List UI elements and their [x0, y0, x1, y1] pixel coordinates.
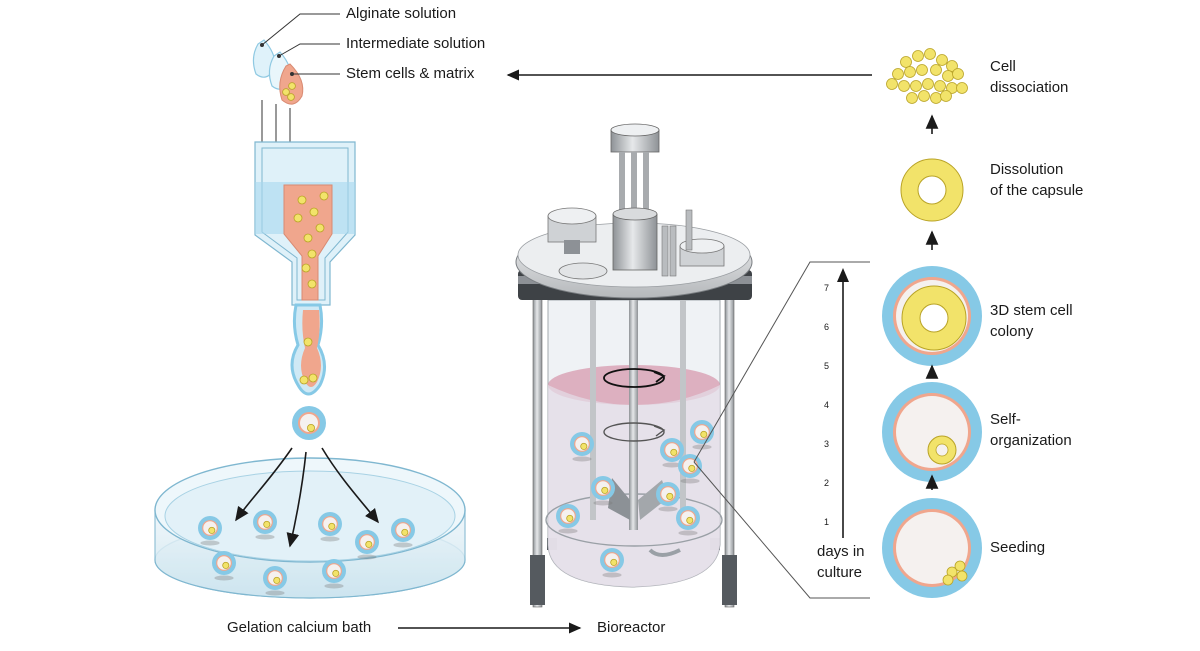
dish-capsule	[318, 512, 342, 542]
days-tick-3: 3	[824, 439, 830, 449]
dissociated-cell	[904, 66, 916, 78]
dissociated-cell	[912, 50, 924, 62]
days-tick-2: 2	[824, 478, 830, 488]
nozzle-cells	[293, 191, 329, 289]
dissociated-cell	[956, 82, 968, 94]
colony-label-line2: colony	[990, 323, 1034, 340]
dissociated-cell	[886, 78, 898, 90]
days-tick-4: 4	[824, 400, 830, 410]
zoom-lines	[693, 261, 870, 599]
reactor-capsules	[556, 420, 714, 578]
reactor-capsule	[556, 504, 580, 534]
capsule-dissolution-label-line1: Dissolution	[990, 161, 1064, 178]
coaxial-nozzle	[254, 141, 356, 306]
stage-seeding	[882, 498, 982, 598]
alginate-leader-line	[261, 13, 340, 46]
dissociated-cell	[936, 54, 948, 66]
reactor-capsule	[676, 506, 700, 536]
stage-cell-dissociation	[886, 48, 968, 104]
intermediate-solution-label: Intermediate solution	[346, 35, 486, 52]
bioreactor	[515, 123, 753, 608]
dish-capsule	[212, 551, 236, 581]
reactor-capsule	[660, 438, 684, 468]
days-tick-1: 1	[824, 517, 830, 527]
dissociated-cell	[952, 68, 964, 80]
dissociated-cell	[924, 48, 936, 60]
dissociated-cell	[910, 80, 922, 92]
nozzle-inputs	[252, 13, 340, 161]
stem-cells-matrix-label: Stem cells & matrix	[346, 65, 475, 82]
intermediate-leader-line	[278, 43, 340, 57]
dish-capsule	[263, 566, 287, 596]
dissociated-cell	[892, 68, 904, 80]
stage-3d-colony	[882, 266, 982, 366]
reactor-capsule	[600, 548, 624, 578]
seeding-label: Seeding	[990, 539, 1046, 556]
dissociated-cell	[930, 64, 942, 76]
capsule-dissolution-label-line2: of the capsule	[990, 182, 1084, 199]
days-axis	[837, 268, 849, 538]
bioreactor-label: Bioreactor	[597, 619, 666, 636]
colony-label-line1: 3D stem cell	[990, 302, 1073, 319]
cell-dissociation-label-line1: Cell	[990, 58, 1016, 75]
alginate-solution-label: Alginate solution	[346, 5, 457, 22]
dish-capsule	[355, 530, 379, 560]
dissociated-cell	[934, 80, 946, 92]
gelation-bath-dish	[154, 457, 466, 599]
stage-self-organization	[882, 382, 982, 482]
cell-dissociation-label-line2: dissociation	[990, 79, 1069, 96]
dispersion-arrows	[235, 447, 379, 548]
dissociated-cell	[940, 90, 952, 102]
dish-capsule	[253, 510, 277, 540]
self-organization-label-line2: organization	[990, 432, 1072, 449]
dissociated-cell	[946, 60, 958, 72]
reactor-capsule	[591, 476, 615, 506]
dish-capsule	[391, 518, 415, 548]
dissociated-cell	[916, 64, 928, 76]
days-tick-5: 5	[824, 361, 830, 371]
dissociated-cell	[900, 56, 912, 68]
reactor-capsule	[678, 454, 702, 484]
dish-capsule	[322, 559, 346, 589]
stage-capsule-dissolution	[900, 158, 964, 222]
dish-capsules	[198, 510, 415, 596]
dissociated-cell	[918, 90, 930, 102]
days-tick-6: 6	[824, 322, 830, 332]
self-organization-label-line1: Self-	[990, 411, 1021, 428]
days-in-culture-label-line2: culture	[817, 564, 863, 581]
dissociated-cell	[942, 70, 954, 82]
dissociated-cell	[906, 92, 918, 104]
dissociated-cell	[930, 92, 942, 104]
dissociated-cell	[898, 80, 910, 92]
days-in-culture-label-line1: days in	[817, 543, 865, 560]
dissociated-cell	[922, 78, 934, 90]
dish-capsule	[198, 516, 222, 546]
reactor-capsule	[570, 432, 594, 462]
gelation-bath-label: Gelation calcium bath	[227, 619, 372, 636]
days-tick-7: 7	[824, 283, 830, 293]
falling-jet	[290, 303, 326, 440]
reactor-capsule	[656, 482, 680, 512]
